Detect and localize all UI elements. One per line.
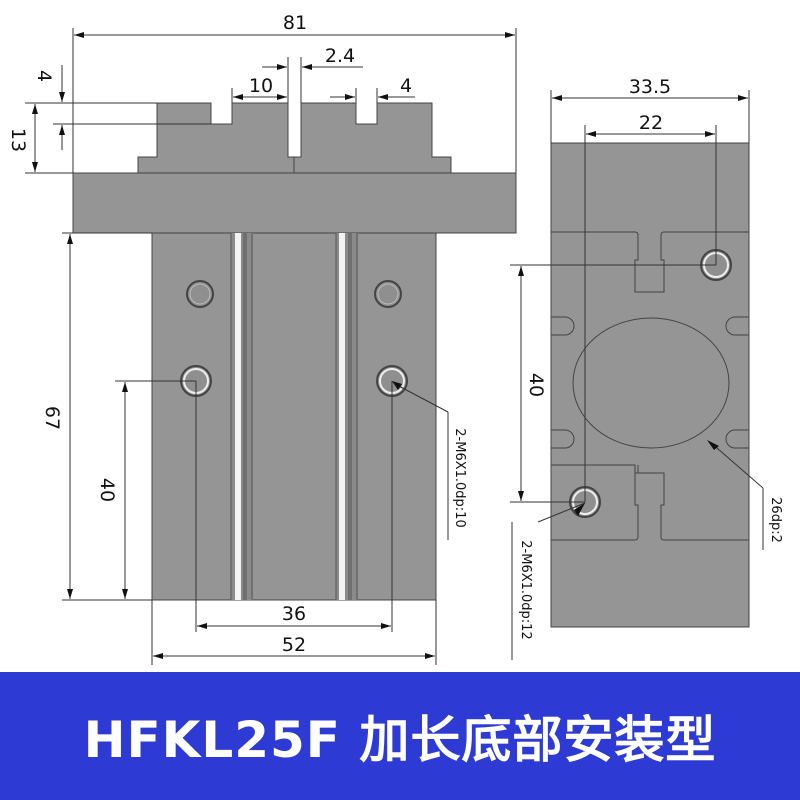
dim-side-overall-width: 33.5 xyxy=(629,76,671,98)
dim-hole-height: 40 xyxy=(96,478,118,502)
product-title: HFKL25F 加长底部安装型 xyxy=(83,711,717,769)
front-view: 81 2.4 10 4 4 13 67 40 36 52 2-M6X1.0dp:… xyxy=(7,12,517,665)
callout-bore: 26dp:2 xyxy=(768,497,783,543)
dim-body-width: 52 xyxy=(282,634,306,656)
title-banner: HFKL25F 加长底部安装型 xyxy=(0,672,800,800)
dim-side-hole-spacing-x: 22 xyxy=(639,112,663,134)
dim-jaw-offset: 10 xyxy=(249,75,273,97)
bore-circle xyxy=(572,317,730,449)
side-profile-lines xyxy=(551,231,749,541)
dim-overall-width: 81 xyxy=(283,12,307,34)
dim-slot-width: 4 xyxy=(400,75,412,97)
dim-slot-gap: 2.4 xyxy=(325,45,355,67)
dim-slot-depth: 4 xyxy=(33,70,55,82)
base-plate xyxy=(72,172,517,234)
jaw-right xyxy=(293,102,452,174)
callout-front-thread: 2-M6X1.0dp:10 xyxy=(452,428,467,527)
drawing-svg: 81 2.4 10 4 4 13 67 40 36 52 2-M6X1.0dp:… xyxy=(7,12,783,665)
rail-left xyxy=(230,233,253,600)
side-dimension-lines xyxy=(510,90,764,660)
side-view: 33.5 22 40 2-M6X1.0dp:12 26dp:2 xyxy=(510,76,783,660)
dim-jaw-height: 13 xyxy=(7,128,29,152)
dim-hole-spacing: 36 xyxy=(282,603,306,625)
callout-side-thread: 2-M6X1.0dp:12 xyxy=(518,540,533,639)
dim-side-hole-spacing-y: 40 xyxy=(525,373,547,397)
jaw-left xyxy=(137,102,295,174)
front-dimension-lines xyxy=(25,28,517,665)
dim-body-height: 67 xyxy=(41,406,63,430)
rail-right xyxy=(335,233,358,600)
